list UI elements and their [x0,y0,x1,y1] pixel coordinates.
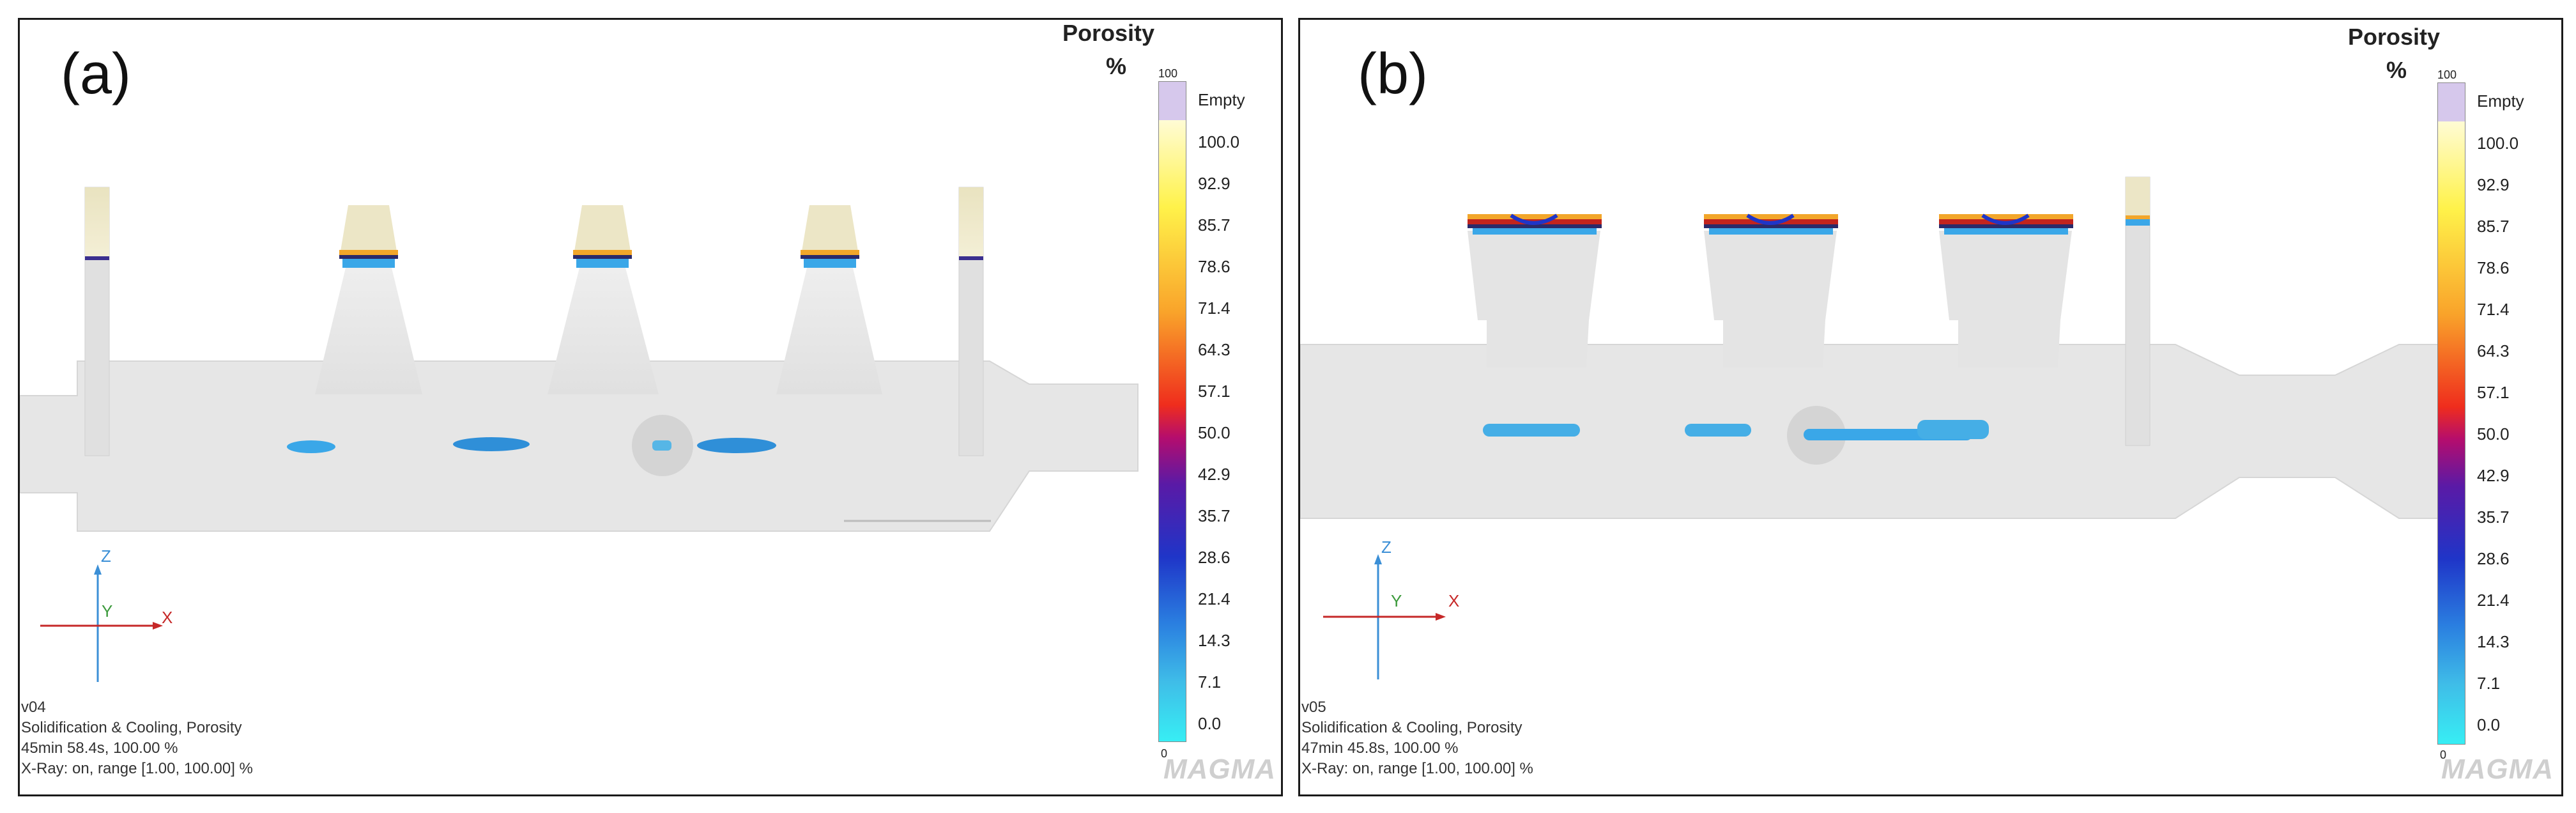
casting-body [20,360,1138,532]
legend-tick: 42.9 [1198,465,1230,484]
legend-tick: 85.7 [1198,215,1230,235]
casting-3d-view[interactable]: Z Y X [20,20,1281,794]
legend-tick: 92.9 [1198,174,1230,193]
feeder-1 [1468,213,1602,368]
legend-empty-label: Empty [1198,90,1245,109]
legend-min-label: 0 [2440,748,2447,761]
legend-unit: % [2386,57,2407,83]
riser-porosity-band [2126,219,2150,226]
legend-tick: 71.4 [1198,298,1230,318]
legend-empty-swatch [2438,83,2465,121]
legend-tick: 57.1 [1198,382,1230,401]
porosity-defect [1483,424,1580,437]
legend-tick: 35.7 [2477,507,2510,527]
feeder-3 [1939,213,2073,368]
legend-tick: 78.6 [1198,257,1230,276]
info-result-type: Solidification & Cooling, Porosity [21,719,242,736]
legend-tick: 0.0 [2477,715,2501,734]
info-time: 47min 45.8s, 100.00 % [1301,739,1459,757]
axis-x-label: X [162,608,172,627]
panel-label: (b) [1358,42,1428,106]
axis-y-label: Y [102,601,112,621]
axis-z-label: Z [101,546,111,566]
legend-tick: 64.3 [2477,341,2510,360]
porosity-defect [697,438,776,453]
legend-max-label: 100 [1158,67,1178,80]
legend-tick: 14.3 [2477,632,2510,651]
casting-3d-view[interactable]: Z Y X [1300,20,2561,794]
feeder-3 [776,205,882,394]
legend-tick: 28.6 [2477,549,2510,568]
legend-unit: % [1106,53,1127,79]
legend-tick: 71.4 [2477,300,2510,319]
legend-color-bar [2437,82,2465,745]
legend-tick: 64.3 [1198,340,1230,359]
side-riser-right-top [959,187,983,258]
legend-tick: 85.7 [2477,217,2510,236]
legend-tick: 21.4 [2477,591,2510,610]
legend-tick: 57.1 [2477,383,2510,402]
info-xray: X-Ray: on, range [1.00, 100.00] % [21,760,253,777]
legend-title: Porosity [1062,20,1155,46]
porosity-defect [453,437,530,451]
magma-logo: MAGMA [1163,754,1276,785]
info-result-type: Solidification & Cooling, Porosity [1301,719,1522,736]
result-panel-a[interactable]: (a) [18,18,1283,796]
legend-tick: 42.9 [2477,466,2510,485]
info-xray: X-Ray: on, range [1.00, 100.00] % [1301,760,1533,777]
axis-z-label: Z [1381,538,1392,557]
legend-min-label: 0 [1161,747,1168,760]
legend-tick: 0.0 [1198,714,1222,733]
porosity-defect [652,440,671,451]
info-time: 45min 58.4s, 100.00 % [21,739,178,757]
legend-tick: 50.0 [1198,423,1230,442]
porosity-defect [1685,424,1751,437]
riser-porosity-band [2126,215,2150,219]
panel-label: (a) [61,42,131,106]
axis-triad: Z Y X [40,546,172,682]
legend-empty-label: Empty [2477,91,2524,111]
side-riser-right-top [2126,177,2150,218]
legend-tick: 50.0 [2477,424,2510,444]
legend-tick: 7.1 [1198,672,1222,692]
magma-logo: MAGMA [2441,754,2554,785]
legend-title: Porosity [2348,24,2441,50]
legend-tick: 92.9 [2477,175,2510,194]
legend-tick: 78.6 [2477,258,2510,277]
simulation-info: v04 Solidification & Cooling, Porosity 4… [21,697,253,779]
legend-tick: 100.0 [2477,134,2519,153]
axis-y-label: Y [1391,591,1402,610]
simulation-info: v05 Solidification & Cooling, Porosity 4… [1301,697,1533,779]
riser-porosity-band [959,256,983,260]
axis-triad: Z Y X [1323,538,1459,679]
legend-tick: 28.6 [1198,548,1230,567]
legend-max-label: 100 [2437,68,2457,81]
side-riser-left-top [85,187,109,258]
legend-tick: 7.1 [2477,674,2501,693]
feeder-1 [315,205,422,394]
result-panel-b[interactable]: (b) [1298,18,2563,796]
info-version: v04 [21,699,46,716]
legend-color-bar [1158,81,1186,742]
info-version: v05 [1301,699,1326,716]
axis-x-label: X [1448,591,1459,610]
porosity-defect [287,440,335,453]
legend-tick: 21.4 [1198,589,1230,608]
legend-tick: 14.3 [1198,631,1230,650]
riser-porosity-band [85,256,109,260]
legend-empty-swatch [1159,82,1186,120]
porosity-defect [1917,420,1989,439]
feeder-2 [1704,213,1838,368]
feeder-2 [548,205,659,394]
legend-tick: 100.0 [1198,132,1240,151]
legend-tick: 35.7 [1198,506,1230,525]
